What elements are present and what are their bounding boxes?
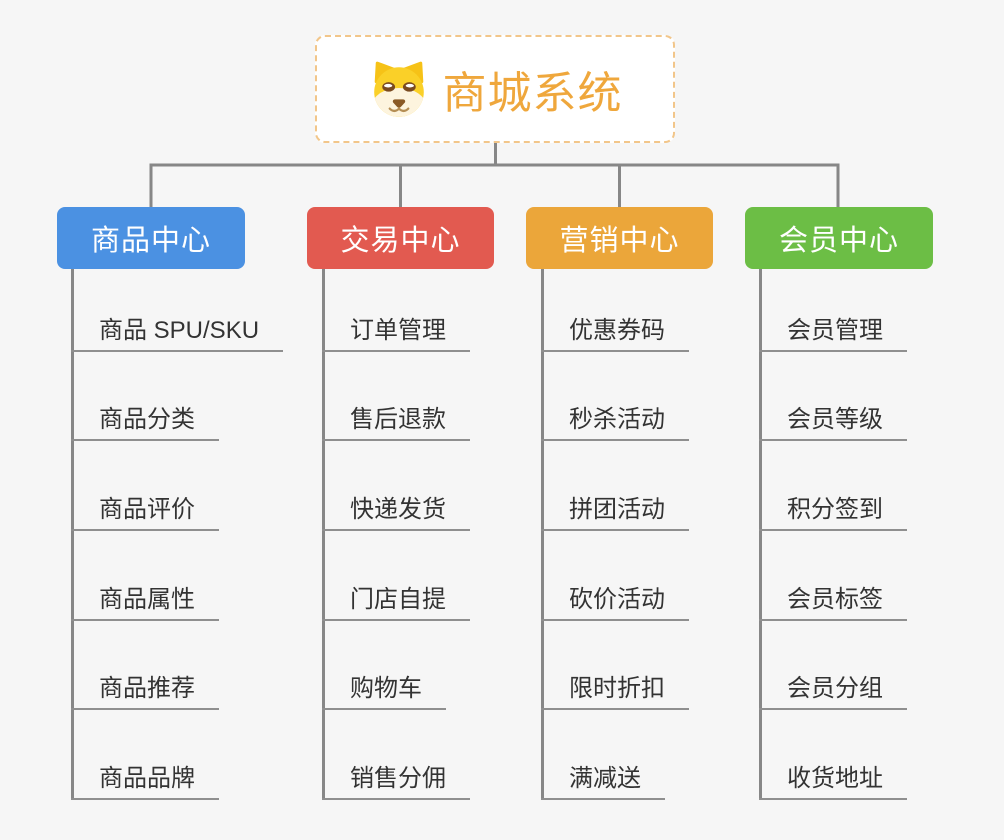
leaf-item[interactable]: 限时折扣	[541, 621, 689, 711]
leaf-item[interactable]: 购物车	[322, 621, 446, 711]
leaf-item[interactable]: 积分签到	[759, 441, 907, 532]
leaf-item[interactable]: 会员分组	[759, 621, 907, 711]
leaf-item[interactable]: 砍价活动	[541, 531, 689, 621]
leaf-item[interactable]: 商品分类	[71, 352, 219, 442]
branch-label: 交易中心	[340, 225, 461, 257]
leaf-item[interactable]: 满减送	[541, 710, 665, 801]
leaf-item[interactable]: 秒杀活动	[541, 352, 689, 442]
leaf-item[interactable]: 会员等级	[759, 352, 907, 442]
leaf-item[interactable]: 收货地址	[759, 710, 907, 801]
leaf-item[interactable]: 商品属性	[71, 531, 219, 621]
leaf-column-trade: 订单管理 售后退款 快递发货 门店自提 购物车 销售分佣	[322, 262, 470, 801]
leaf-item[interactable]: 商品品牌	[71, 710, 219, 801]
leaf-item[interactable]: 会员管理	[759, 262, 907, 352]
branch-label: 商品中心	[90, 225, 211, 257]
leaf-item[interactable]: 拼团活动	[541, 441, 689, 532]
leaf-item[interactable]: 优惠券码	[541, 262, 689, 352]
leaf-item[interactable]: 订单管理	[322, 262, 470, 352]
leaf-item[interactable]: 售后退款	[322, 352, 470, 442]
branch-label: 营销中心	[559, 225, 680, 257]
branch-label: 会员中心	[778, 225, 899, 257]
leaf-item[interactable]: 商品评价	[71, 441, 219, 532]
leaf-column-product: 商品 SPU/SKU 商品分类 商品评价 商品属性 商品推荐 商品品牌	[71, 262, 284, 801]
leaf-item[interactable]: 商品推荐	[71, 621, 219, 711]
leaf-column-member: 会员管理 会员等级 积分签到 会员标签 会员分组 收货地址	[759, 262, 907, 801]
leaf-item[interactable]: 会员标签	[759, 531, 907, 621]
root-title: 商城系统	[442, 69, 623, 118]
root-node[interactable]: 商城系统	[315, 35, 675, 143]
leaf-item[interactable]: 门店自提	[322, 531, 470, 621]
leaf-item[interactable]: 销售分佣	[322, 710, 470, 801]
branch-node-product-center[interactable]: 商品中心	[57, 207, 245, 269]
branch-node-member-center[interactable]: 会员中心	[745, 207, 933, 269]
leaf-item[interactable]: 商品 SPU/SKU	[71, 262, 284, 352]
branch-node-trade-center[interactable]: 交易中心	[307, 207, 494, 269]
shiba-dog-icon	[373, 61, 424, 117]
branch-node-marketing-center[interactable]: 营销中心	[526, 207, 713, 269]
leaf-item[interactable]: 快递发货	[322, 441, 470, 532]
leaf-column-marketing: 优惠券码 秒杀活动 拼团活动 砍价活动 限时折扣 满减送	[541, 262, 689, 801]
